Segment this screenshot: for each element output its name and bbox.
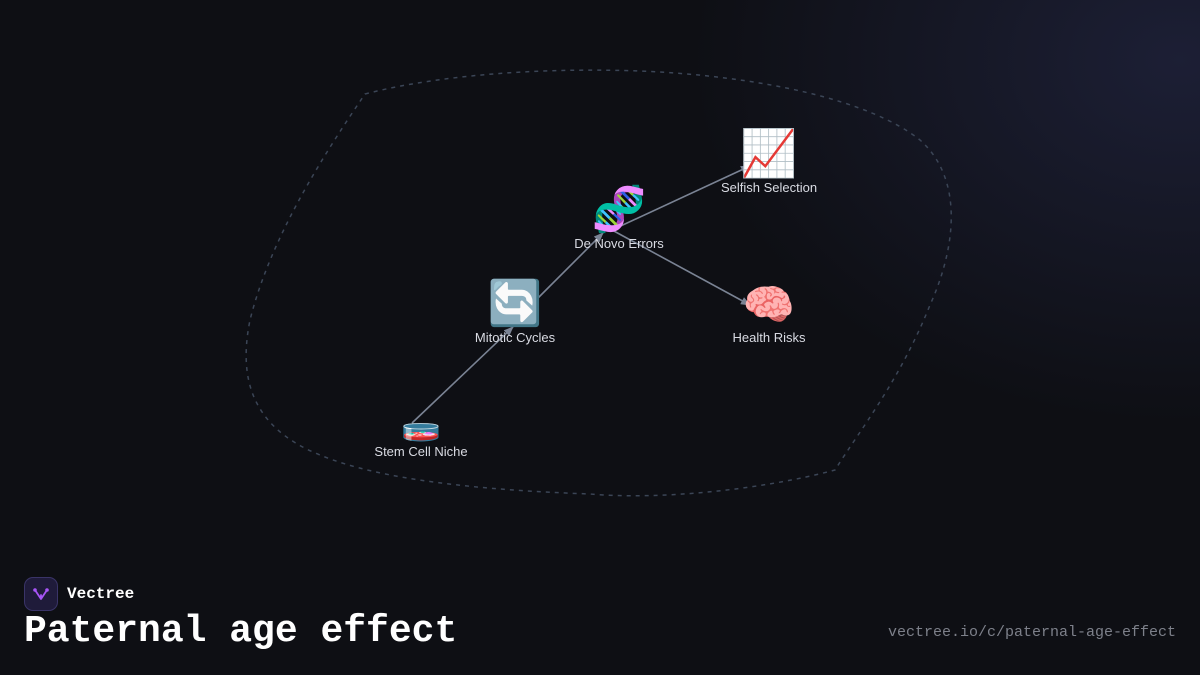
node-label: Health Risks xyxy=(732,330,806,345)
node-de-novo-errors[interactable]: 🧬 De Novo Errors xyxy=(574,185,664,252)
node-label: Stem Cell Niche xyxy=(374,444,468,459)
brand-name: Vectree xyxy=(67,585,135,603)
edge-mitotic-cycles-to-de-novo-errors xyxy=(537,232,604,299)
node-mitotic-cycles[interactable]: 🔄 Mitotic Cycles xyxy=(474,279,556,346)
cluster-boundary xyxy=(245,69,952,497)
cycle-arrows-icon: 🔄 xyxy=(487,279,543,328)
brand: Vectree xyxy=(24,577,134,611)
node-label: Selfish Selection xyxy=(720,180,818,195)
node-stem-cell-niche[interactable]: 🧫 Stem Cell Niche xyxy=(374,408,467,459)
node-label: Mitotic Cycles xyxy=(474,330,556,345)
dna-icon: 🧬 xyxy=(591,185,647,234)
edge-de-novo-errors-to-selfish-selection xyxy=(611,165,751,231)
brain-icon: 🧠 xyxy=(742,281,796,328)
node-health-risks[interactable]: 🧠 Health Risks xyxy=(732,281,806,346)
edge-stem-cell-niche-to-mitotic-cycles xyxy=(411,326,514,424)
page-url[interactable]: vectree.io/c/paternal-age-effect xyxy=(887,624,1176,641)
chart-increasing-icon: 📈 xyxy=(740,127,798,179)
edge-de-novo-errors-to-health-risks xyxy=(611,229,751,306)
edges-layer xyxy=(411,165,751,424)
vectree-logo-icon xyxy=(24,577,58,611)
petri-dish-icon: 🧫 xyxy=(401,406,441,442)
node-selfish-selection[interactable]: 📈 Selfish Selection xyxy=(721,130,817,195)
page-title: Paternal age effect xyxy=(24,610,458,653)
node-label: De Novo Errors xyxy=(574,236,664,251)
